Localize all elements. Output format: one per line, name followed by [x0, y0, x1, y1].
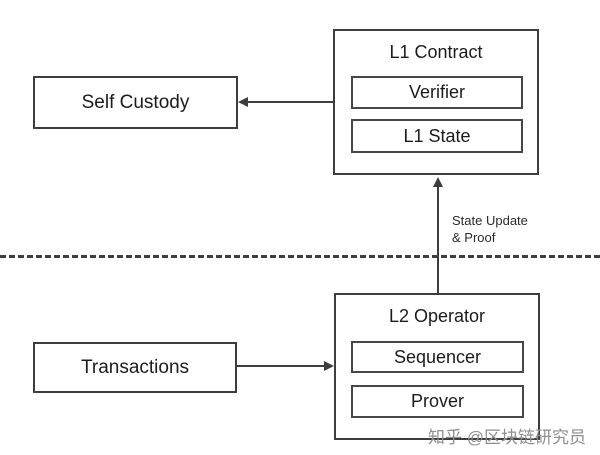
- l1-l2-boundary-dashed-line: [0, 255, 600, 258]
- node-verifier: Verifier: [351, 76, 523, 109]
- node-transactions: Transactions: [33, 342, 237, 393]
- edge-l1contract-to-selfcustody-line: [247, 101, 333, 103]
- zhihu-watermark: 知乎 @区块链研究员: [428, 428, 586, 447]
- node-l2-operator: L2 Operator Sequencer Prover: [334, 293, 540, 440]
- state-update-proof-label: State Update & Proof: [452, 213, 528, 245]
- arrowhead-right-icon: [324, 361, 334, 371]
- node-prover: Prover: [351, 385, 524, 418]
- node-l1-contract: L1 Contract Verifier L1 State: [333, 29, 539, 175]
- edge-l2operator-to-l1contract-line: [437, 185, 439, 293]
- node-self-custody: Self Custody: [33, 76, 238, 129]
- edge-transactions-to-l2operator-line: [237, 365, 325, 367]
- node-sequencer: Sequencer: [351, 341, 524, 373]
- arrowhead-left-icon: [238, 97, 248, 107]
- arrowhead-up-icon: [433, 177, 443, 187]
- l1-contract-title: L1 Contract: [389, 42, 483, 62]
- l2-operator-title: L2 Operator: [388, 306, 486, 326]
- node-l1-state: L1 State: [351, 119, 523, 153]
